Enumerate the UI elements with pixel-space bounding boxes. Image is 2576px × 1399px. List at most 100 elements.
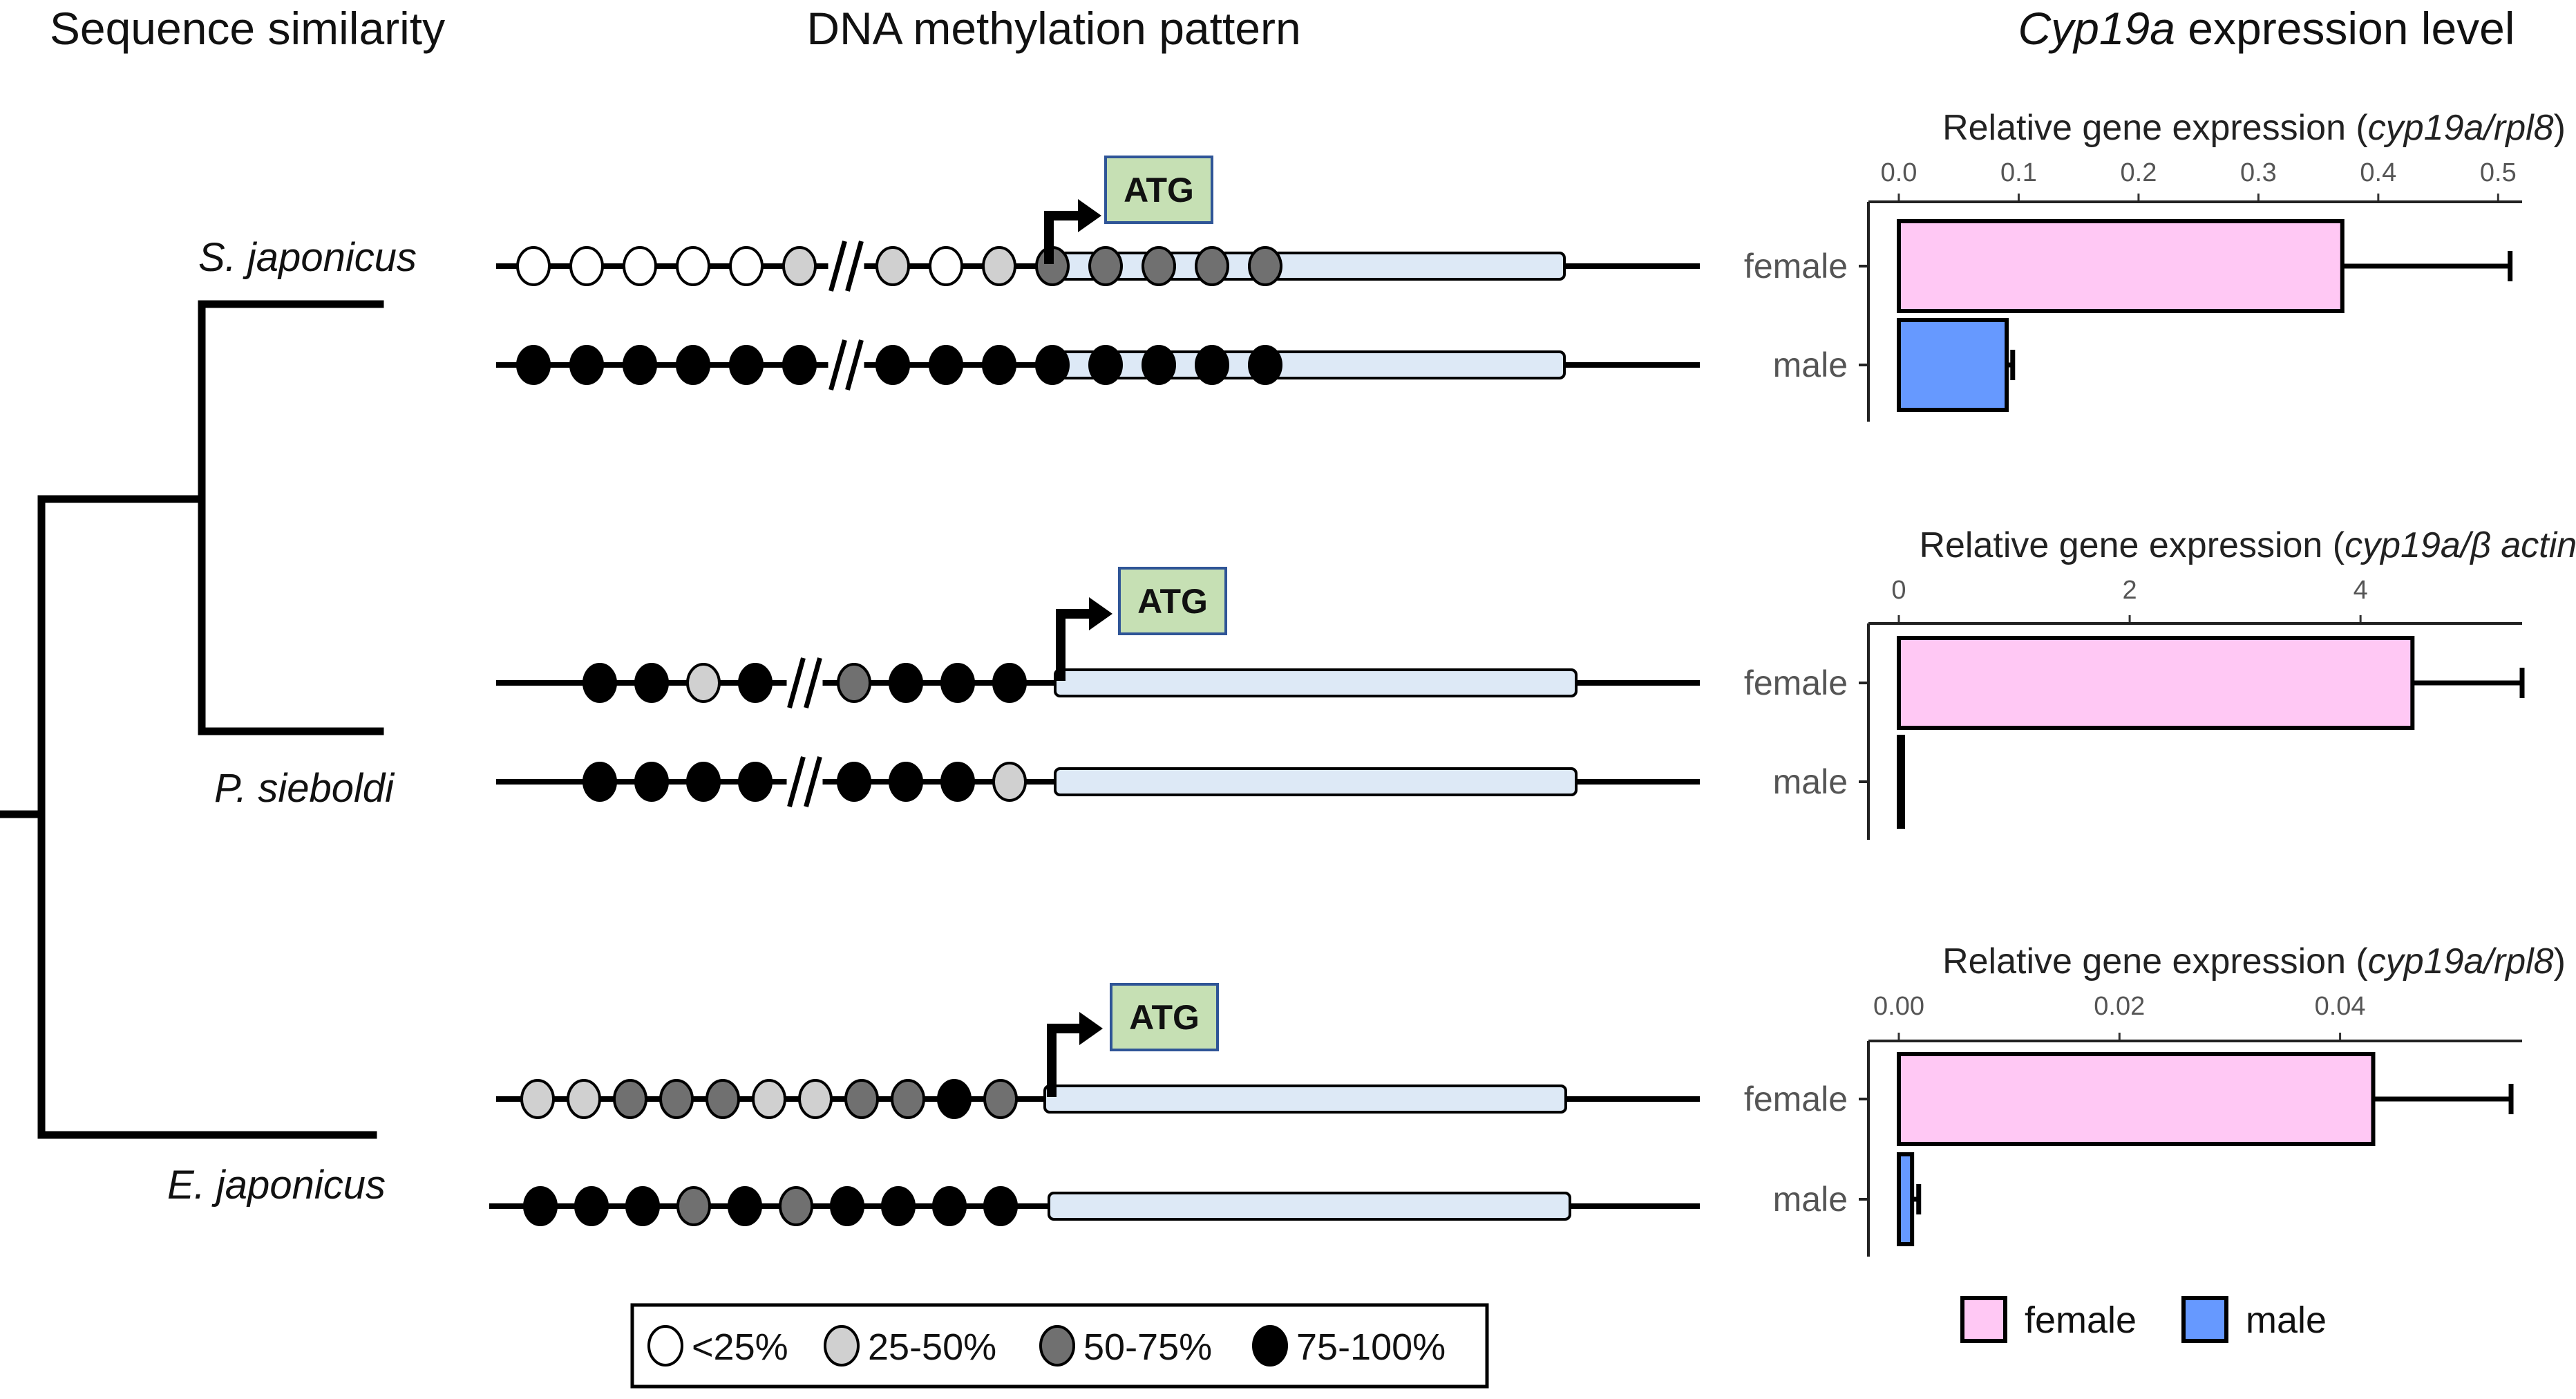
category-label-male: male	[1773, 1180, 1848, 1219]
methylation-site-white	[569, 246, 604, 286]
gene-body	[1054, 767, 1578, 796]
methylation-site-mid	[1088, 246, 1123, 286]
expression-chart-1: Relative gene expression (cyp19a/β actin…	[1744, 525, 2576, 840]
methylation-site-white	[516, 246, 551, 286]
methylation-legend-swatch	[1252, 1325, 1288, 1367]
methylation-site-mid	[676, 1186, 711, 1226]
tss-arrowhead	[1089, 597, 1112, 630]
axis-title-ratio: cyp19a/β actin	[2345, 525, 2576, 565]
x-tick-label: 0.00	[1873, 992, 1924, 1021]
header-expression-rest: expression level	[2175, 3, 2515, 54]
methylation-site-black	[625, 1186, 660, 1226]
axis-title-ratio: cyp19a/rpl8	[2368, 941, 2554, 982]
atg-label: ATG	[1137, 582, 1208, 621]
methylation-site-black	[583, 663, 617, 703]
axis-title-ratio: cyp19a/rpl8	[2368, 108, 2554, 148]
expression-charts: Relative gene expression (cyp19a/rpl8)0.…	[1744, 108, 2576, 1257]
tss-s-japonicus: ATG	[1044, 156, 1213, 264]
error-bar-female	[2342, 251, 2513, 281]
axis-title-prefix: Relative gene expression (	[1942, 108, 2368, 148]
methylation-site-black	[574, 1186, 609, 1226]
methylation-site-mid	[779, 1186, 813, 1226]
methylation-site-black	[686, 762, 721, 802]
gene-row-e-japonicus-male	[489, 1192, 1700, 1221]
methylation-site-black	[875, 345, 910, 385]
methylation-legend-label: <25%	[692, 1326, 788, 1368]
methylation-site-mid	[1195, 246, 1229, 286]
bar-male	[1897, 318, 2009, 412]
x-tick-label: 0.3	[2240, 158, 2277, 187]
axis-title-prefix: Relative gene expression (	[1919, 525, 2345, 565]
x-tick-label: 2	[2123, 576, 2137, 605]
atg-label: ATG	[1124, 171, 1194, 209]
methylation-legend: <25%25-50%50-75%75-100%	[630, 1303, 1489, 1389]
methylation-site-black	[782, 345, 817, 385]
methylation-site-mid	[837, 663, 871, 703]
methylation-site-white	[623, 246, 657, 286]
methylation-site-light	[875, 246, 910, 286]
atg-label: ATG	[1129, 998, 1200, 1037]
category-label-female: female	[1744, 247, 1848, 285]
header-expression-gene: Cyp19a	[2018, 3, 2175, 54]
methylation-legend-frame	[630, 1303, 1489, 1389]
tss-arrowhead	[1078, 199, 1101, 232]
gene-row-e-japonicus-female	[496, 1085, 1700, 1114]
gene-body	[1048, 1192, 1571, 1221]
methylation-site-mid	[891, 1079, 925, 1119]
methylation-site-mid	[1142, 246, 1176, 286]
sequence-break-mark	[828, 339, 864, 391]
tss-p-sieboldi: ATG	[1056, 567, 1227, 681]
methylation-site-black	[634, 663, 669, 703]
methylation-site-black	[881, 1186, 916, 1226]
x-tick-label: 0.4	[2360, 158, 2396, 187]
legend-label-male: male	[2246, 1299, 2327, 1341]
sequence-break-mark	[828, 240, 864, 292]
axis-title-suffix: )	[2554, 941, 2566, 982]
methylation-site-white	[929, 246, 963, 286]
expression-chart-0: Relative gene expression (cyp19a/rpl8) 0.…	[1744, 108, 2566, 422]
methylation-legend-label: 50-75%	[1083, 1326, 1212, 1368]
expression-chart-2: Relative gene expression (cyp19a/rpl8) 0.…	[1744, 941, 2566, 1257]
sequence-break-mark	[786, 755, 823, 808]
tss-arrowhead	[1079, 1012, 1103, 1045]
x-tick-label: 0.1	[2000, 158, 2037, 187]
methylation-site-mid	[705, 1079, 740, 1119]
gene-row-p-sieboldi-male	[496, 767, 1700, 796]
bar-male	[1897, 735, 1905, 829]
methylation-legend-label: 25-50%	[868, 1326, 996, 1368]
methylation-site-black	[932, 1186, 967, 1226]
x-tick-label: 0.04	[2315, 992, 2366, 1021]
chart-axis-title: Relative gene expression (cyp19a/rpl8)	[1942, 108, 2566, 148]
methylation-site-black	[623, 345, 657, 385]
expression-legend: female male	[1960, 1296, 2327, 1343]
methylation-site-black	[523, 1186, 558, 1226]
category-label-female: female	[1744, 1080, 1848, 1118]
methylation-site-light	[520, 1079, 555, 1119]
axis-title-prefix: Relative gene expression (	[1942, 941, 2368, 982]
methylation-site-black	[992, 663, 1027, 703]
methylation-site-black	[728, 1186, 762, 1226]
legend-label-female: female	[2025, 1299, 2137, 1341]
species-label-s-japonicus: S. japonicus	[198, 235, 417, 280]
x-tick-label: 0.5	[2480, 158, 2517, 187]
methylation-site-light	[798, 1079, 833, 1119]
bar-female	[1897, 1052, 2376, 1146]
methylation-sites	[516, 240, 1282, 1226]
tss-arrow	[1047, 1024, 1085, 1097]
methylation-site-mid	[844, 1079, 879, 1119]
methylation-site-black	[889, 663, 923, 703]
axis-title-suffix: )	[2554, 108, 2566, 148]
x-tick-label: 4	[2354, 576, 2368, 605]
error-bar-female	[2412, 668, 2525, 698]
methylation-site-mid	[1248, 246, 1282, 286]
methylation-site-black	[1248, 345, 1282, 385]
methylation-legend-swatch	[1039, 1325, 1075, 1367]
tss-arrow	[1044, 211, 1083, 264]
bar-male	[1897, 1152, 1915, 1246]
methylation-site-black	[738, 663, 773, 703]
error-bar-male	[2007, 350, 2016, 380]
methylation-site-black	[937, 1079, 972, 1119]
methylation-site-light	[782, 246, 817, 286]
chart-axis-title: Relative gene expression (cyp19a/rpl8)	[1942, 941, 2566, 982]
